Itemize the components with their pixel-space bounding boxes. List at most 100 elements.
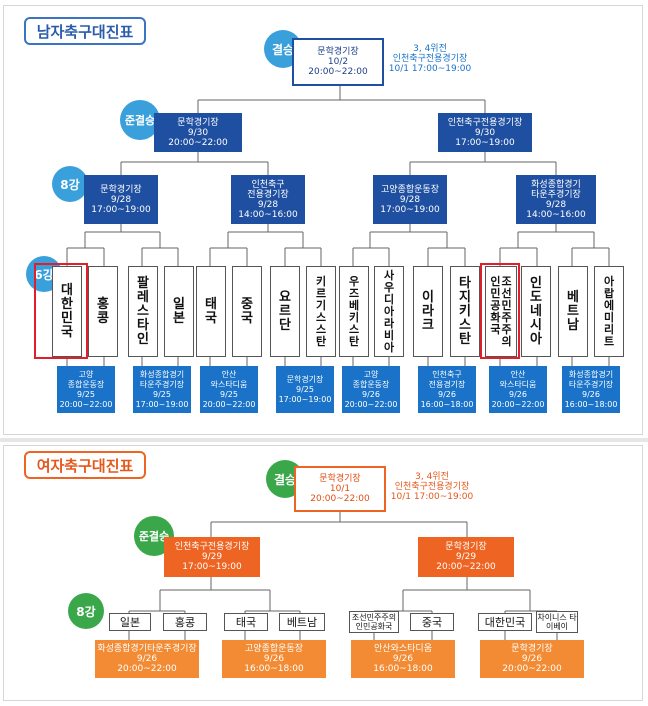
men-r16-time: 16:00~18:00 bbox=[420, 399, 474, 409]
men-quarter-4-time: 14:00~16:00 bbox=[526, 209, 586, 220]
men-r16-venue2: 타운주경기장 bbox=[139, 379, 185, 389]
women-team-4: 베트남 bbox=[279, 613, 325, 631]
men-r16-date: 9/26 bbox=[438, 389, 456, 399]
men-r16-date: 9/25 bbox=[77, 389, 95, 399]
women-team-6: 중국 bbox=[410, 613, 454, 631]
men-r16-venue1: 화성종합경기 bbox=[139, 369, 185, 379]
men-r16-venue1: 문학경기장 bbox=[286, 374, 324, 384]
women-team-8: 차이니스 타이베이 bbox=[536, 611, 578, 633]
men-third-place: 3, 4위전 인천축구전용경기장 10/1 17:00~19:00 bbox=[382, 44, 478, 74]
men-r16-venue2: 종합운동장 bbox=[352, 379, 390, 389]
men-r16-venue2: 와스타디움 bbox=[210, 379, 248, 389]
women-team-1: 일본 bbox=[109, 613, 151, 631]
women-quarter-3-date: 9/26 bbox=[392, 654, 414, 664]
men-third-line3: 10/1 17:00~19:00 bbox=[388, 64, 472, 74]
women-quarter-3-time: 16:00~18:00 bbox=[373, 664, 433, 674]
women-quarter-1-time: 20:00~22:00 bbox=[117, 664, 177, 674]
women-quarter-4-venue: 문학경기장 bbox=[511, 644, 553, 654]
men-r16-date: 9/25 bbox=[220, 389, 238, 399]
men-r16-time: 17:00~19:00 bbox=[278, 394, 332, 404]
men-r16-time: 20:00~22:00 bbox=[59, 399, 113, 409]
women-quarter-2: 고양종합운동장 9/26 16:00~18:00 bbox=[222, 640, 326, 678]
women-final-box: 문학경기장 10/1 20:00~22:00 bbox=[294, 466, 386, 512]
men-r16-time: 20:00~22:00 bbox=[491, 399, 545, 409]
men-semi-badge: 준결승 bbox=[120, 100, 160, 140]
women-quarter-4-time: 20:00~22:00 bbox=[502, 664, 562, 674]
men-r16-date: 9/26 bbox=[509, 389, 527, 399]
men-quarter-badge: 8강 bbox=[52, 166, 88, 202]
women-third-line2: 인천축구전용경기장 bbox=[394, 482, 470, 492]
women-quarter-2-venue: 고양종합운동장 bbox=[245, 644, 303, 654]
women-quarter-2-date: 9/26 bbox=[263, 654, 285, 664]
men-quarter-4-venue1: 화성종합경기 bbox=[531, 179, 581, 190]
men-r16-date: 9/25 bbox=[153, 389, 171, 399]
men-r16-date: 9/26 bbox=[582, 389, 600, 399]
women-quarter-badge: 8강 bbox=[68, 593, 104, 629]
women-section-title: 여자축구대진표 bbox=[24, 451, 146, 479]
men-r16-venue1: 화성종합경기 bbox=[568, 369, 614, 379]
men-final-date: 10/2 bbox=[327, 57, 349, 67]
men-quarter-4: 화성종합경기 타운주경기장 9/28 14:00~16:00 bbox=[516, 175, 596, 224]
women-semi-1-time: 17:00~19:00 bbox=[182, 562, 242, 572]
men-quarter-1-time: 17:00~19:00 bbox=[91, 204, 151, 215]
men-quarter-2-venue1: 인천축구 bbox=[251, 179, 285, 190]
women-team-3: 태국 bbox=[224, 613, 268, 631]
men-semi-2-venue: 인천축구전용경기장 bbox=[447, 117, 523, 128]
women-quarter-3-venue: 안산와스타디움 bbox=[374, 644, 432, 654]
men-quarter-3-date: 9/28 bbox=[399, 194, 421, 205]
men-semi-2-date: 9/30 bbox=[474, 127, 496, 138]
women-semi-2: 문학경기장 9/29 20:00~22:00 bbox=[418, 537, 514, 577]
men-highlight-dprk bbox=[480, 263, 520, 359]
women-final-venue: 문학경기장 bbox=[319, 474, 361, 484]
women-quarter-4: 문학경기장 9/26 20:00~22:00 bbox=[480, 640, 584, 678]
men-quarter-4-venue2: 타운주경기장 bbox=[531, 189, 581, 200]
men-r16-venue1: 안산 bbox=[510, 369, 526, 379]
women-semi-2-date: 9/29 bbox=[455, 552, 477, 562]
women-third-place: 3, 4위전 인천축구전용경기장 10/1 17:00~19:00 bbox=[384, 472, 480, 502]
men-r16-venue1: 고양 bbox=[78, 369, 94, 379]
men-quarter-3-venue: 고양종합운동장 bbox=[381, 184, 439, 195]
section-divider bbox=[0, 438, 648, 442]
men-r16-venue2: 종합운동장 bbox=[67, 379, 105, 389]
women-semi-2-venue: 문학경기장 bbox=[445, 542, 487, 552]
men-section-frame bbox=[3, 5, 643, 435]
women-semi-1: 인천축구전용경기장 9/29 17:00~19:00 bbox=[164, 537, 260, 577]
women-team-5: 조선민주주의 인민공화국 bbox=[349, 611, 399, 633]
men-r16-venue2: 타운주경기장 bbox=[568, 379, 614, 389]
men-r16-time: 20:00~22:00 bbox=[344, 399, 398, 409]
women-quarter-1-venue: 화성종합경기타운주경기장 bbox=[97, 644, 197, 654]
men-r16-venue1: 안산 bbox=[221, 369, 237, 379]
men-quarter-2-time: 14:00~16:00 bbox=[238, 209, 298, 220]
women-semi-2-time: 20:00~22:00 bbox=[436, 562, 496, 572]
men-semi-1-date: 9/30 bbox=[187, 127, 209, 138]
men-r16-venue1: 고양 bbox=[363, 369, 379, 379]
women-semi-1-date: 9/29 bbox=[201, 552, 223, 562]
men-r16-date: 9/25 bbox=[296, 384, 314, 394]
women-section-frame bbox=[3, 445, 643, 701]
men-semi-1-venue: 문학경기장 bbox=[177, 117, 219, 128]
men-quarter-1-venue: 문학경기장 bbox=[100, 184, 142, 195]
men-final-venue: 문학경기장 bbox=[317, 47, 359, 57]
women-team-2: 홍콩 bbox=[163, 613, 207, 631]
men-final-box: 문학경기장 10/2 20:00~22:00 bbox=[292, 38, 384, 86]
men-section-title: 남자축구대진표 bbox=[24, 17, 146, 45]
